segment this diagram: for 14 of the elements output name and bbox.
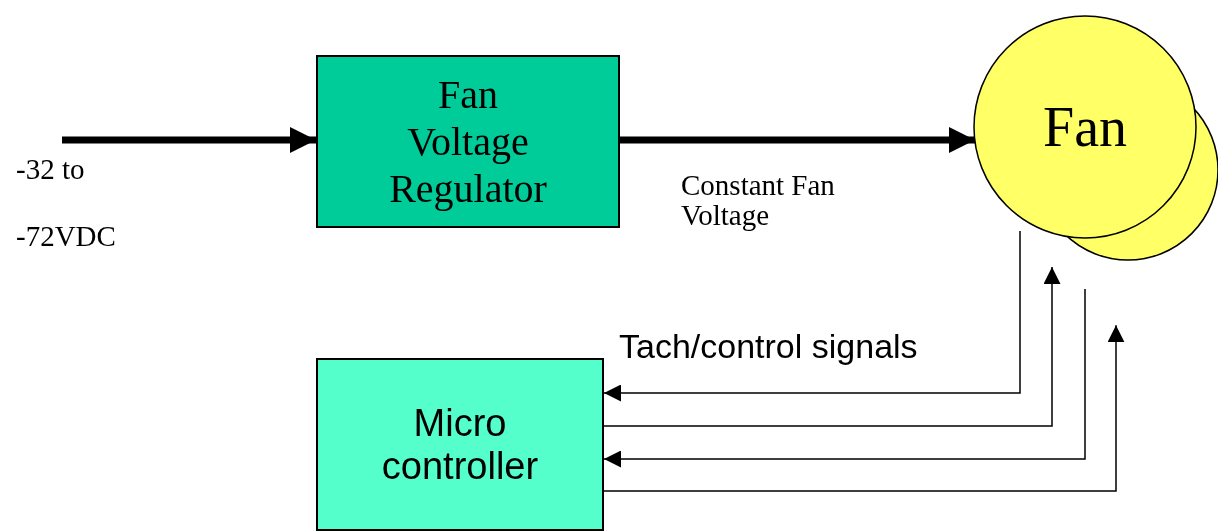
node-label: Micro controller (380, 401, 540, 488)
arrow (620, 127, 975, 153)
node-label: Fan (1042, 95, 1128, 160)
microcontroller-box (316, 358, 604, 531)
signal-label: Tach/control signals (619, 327, 918, 366)
arrow (603, 230, 1021, 402)
node-label: Fan Voltage Regulator (388, 71, 548, 212)
arrow (603, 324, 1125, 492)
voltage-label: -32 to (16, 153, 85, 186)
voltage-label: -72VDC (16, 220, 116, 253)
regulator-box (316, 55, 620, 228)
fan-drawing (973, 15, 1216, 260)
arrow (603, 288, 1086, 468)
arrow (603, 266, 1061, 427)
